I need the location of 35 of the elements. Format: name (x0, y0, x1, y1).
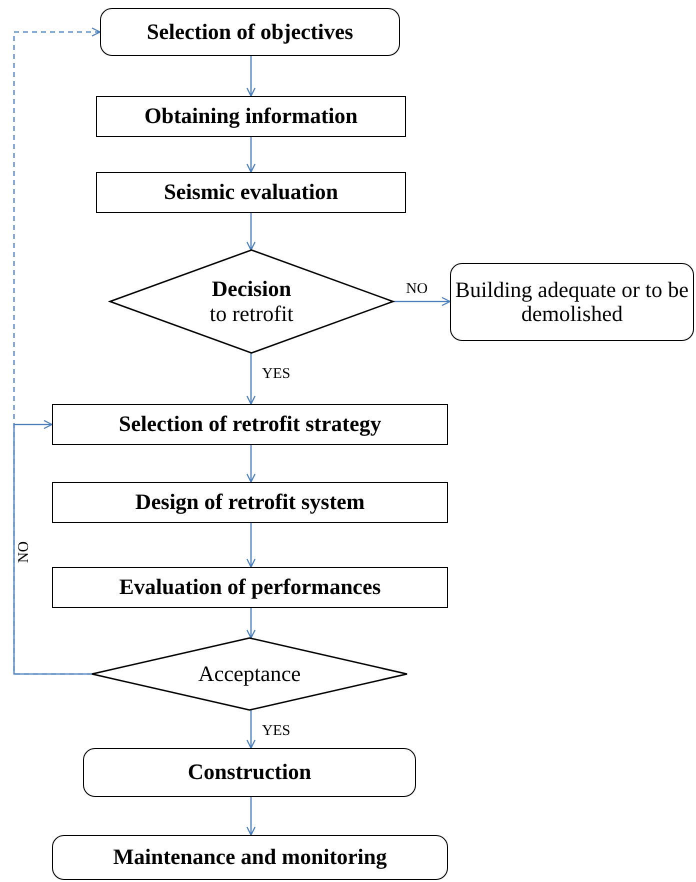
terminal-box (100, 8, 400, 56)
decision-diamond (110, 250, 393, 353)
process-box (96, 96, 406, 137)
decision-diamond (92, 638, 407, 710)
arrow (246, 523, 256, 568)
node-text: Selection of retrofit strategy (118, 412, 382, 437)
process-box (96, 172, 406, 213)
arrow (246, 797, 256, 836)
node-text: Building adequate or to be demolished (454, 278, 690, 326)
node-subtext: to retrofit (210, 302, 294, 326)
terminal-box (52, 835, 448, 880)
node-text: Obtaining information (144, 104, 358, 129)
arrow (246, 353, 256, 405)
node-text: Decision (212, 277, 292, 302)
arrow (13, 420, 92, 675)
node-text: Selection of objectives (146, 20, 354, 44)
arrow (246, 608, 256, 639)
process-box (52, 404, 448, 445)
process-box (52, 567, 448, 608)
arrow (246, 137, 256, 173)
node-text: Maintenance and monitoring (113, 845, 387, 870)
node-text: Construction (188, 760, 312, 785)
node-text: Design of retrofit system (135, 490, 365, 515)
process-box (52, 482, 448, 523)
arrow (246, 445, 256, 483)
node-text: Evaluation of performances (119, 575, 381, 600)
node-text: Seismic evaluation (164, 180, 338, 205)
arrow (393, 296, 451, 306)
terminal-box (450, 263, 694, 341)
node-text: Acceptance (198, 662, 301, 686)
arrow (246, 710, 256, 749)
arrow (246, 56, 256, 97)
arrow (246, 213, 256, 251)
edge-label: NO (405, 282, 429, 296)
terminal-box (83, 748, 416, 797)
